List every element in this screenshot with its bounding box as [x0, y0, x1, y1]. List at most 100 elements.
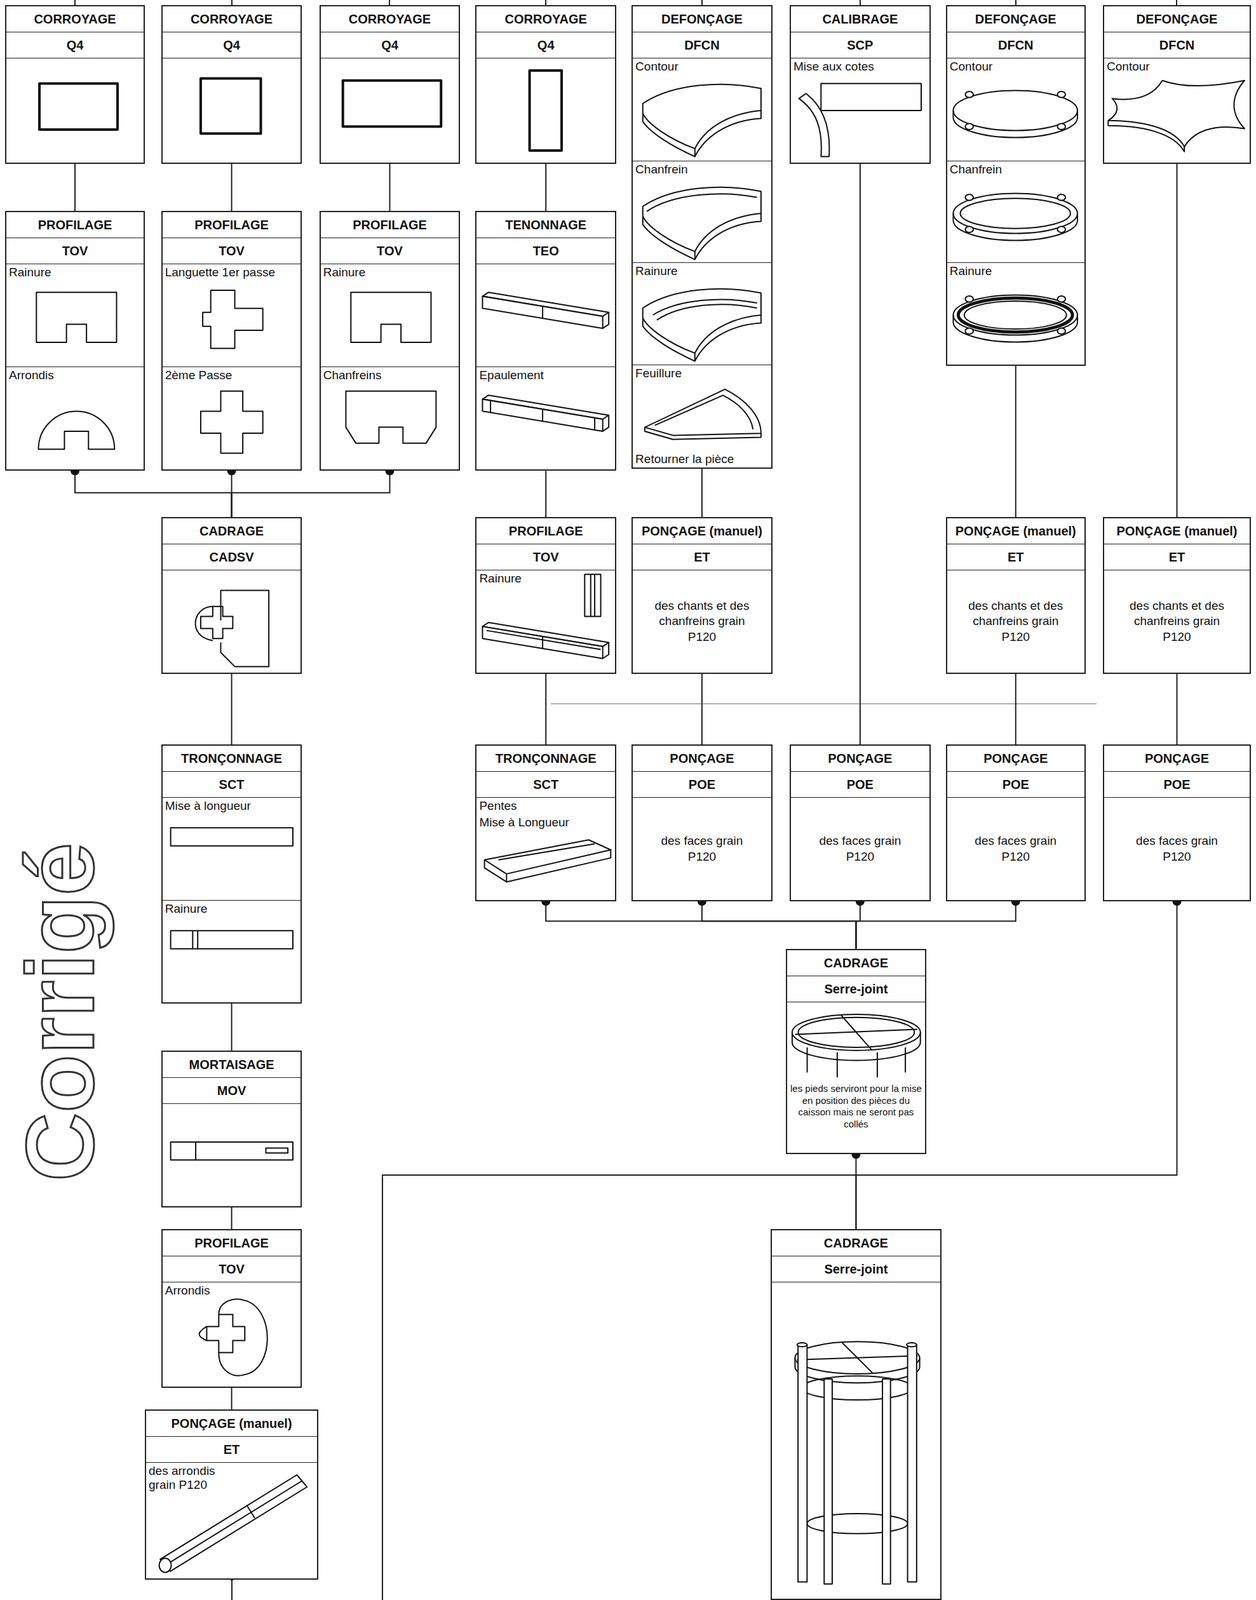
part-illustration: [790, 58, 930, 163]
part-illustration: [476, 58, 615, 163]
step-description: des chants et des chanfreins grain P120: [1104, 598, 1250, 646]
operation-name: PONÇAGE: [1104, 745, 1250, 772]
machine-code: CADSV: [162, 544, 302, 571]
step-section: Epaulement: [476, 366, 615, 470]
process-box: PROFILAGETOVRainureArrondis: [5, 210, 145, 471]
step-section: 2ème Passe: [162, 366, 302, 470]
step-label: Mise à Longueur: [476, 814, 615, 831]
part-illustration: [476, 797, 615, 901]
step-label: Chanfreins: [320, 367, 460, 384]
process-box: CALIBRAGESCPMise aux cotes: [789, 5, 931, 164]
step-section: [771, 1282, 941, 1600]
machine-code: DFCN: [632, 32, 772, 59]
step-section: Rainure: [632, 262, 772, 365]
operation-name: DEFONÇAGE: [947, 6, 1085, 33]
step-section: Rainure: [476, 570, 615, 673]
part-illustration: [162, 264, 302, 367]
process-box: CORROYAGEQ4: [475, 5, 617, 164]
step-section: Arrondis: [6, 366, 144, 470]
flow-connector: [1176, 163, 1178, 518]
step-label: Pentes: [476, 797, 615, 815]
step-description: des faces grain P120: [790, 833, 930, 865]
flow-connector: [231, 1207, 233, 1230]
process-box: TRONÇONNAGESCTPentesMise à Longueur: [475, 744, 617, 902]
feed-line: [388, 0, 391, 6]
step-note: Retourner la pièce: [632, 451, 772, 468]
machine-code: POE: [947, 771, 1085, 798]
machine-code: ET: [1104, 544, 1250, 571]
flow-connector: [231, 163, 233, 212]
operation-name: CADRAGE: [787, 950, 926, 977]
machine-code: POE: [632, 771, 772, 798]
step-section: Mise aux cotes: [790, 58, 930, 163]
part-illustration: [162, 1104, 302, 1207]
step-label: Contour: [1104, 58, 1250, 75]
step-section: Rainure: [6, 264, 144, 367]
flow-connector: [701, 468, 703, 518]
process-box: PONÇAGE (manuel)ET des chants et des chan…: [1102, 517, 1251, 675]
step-label: Rainure: [632, 263, 772, 280]
machine-code: TOV: [162, 238, 302, 265]
flow-connector: [545, 470, 547, 518]
part-illustration: [476, 264, 615, 367]
part-illustration: [162, 900, 302, 1003]
step-description: des faces grain P120: [632, 833, 772, 865]
process-box: PONÇAGE (manuel)ETdes arrondis grain P12…: [144, 1409, 319, 1580]
part-illustration: [632, 365, 772, 468]
step-label: Mise à longueur: [162, 797, 302, 815]
operation-name: MORTAISAGE: [162, 1052, 302, 1079]
part-illustration: [320, 367, 460, 470]
step-label: 2ème Passe: [162, 367, 302, 384]
flow-connector: [1015, 365, 1017, 518]
operation-name: PROFILAGE: [320, 212, 460, 239]
step-section: des chants et des chanfreins grain P120: [947, 570, 1085, 673]
process-box: CADRAGECADSV: [161, 517, 303, 675]
part-illustration: [632, 58, 772, 161]
step-section: des chants et des chanfreins grain P120: [1104, 570, 1250, 673]
machine-code: DFCN: [947, 32, 1085, 59]
part-illustration: [162, 1282, 302, 1387]
operation-name: PROFILAGE: [476, 518, 615, 545]
operation-name: PROFILAGE: [6, 212, 144, 239]
machine-code: SCT: [162, 771, 302, 798]
part-illustration: [771, 1282, 941, 1600]
step-section: [320, 58, 460, 163]
part-illustration: [632, 263, 772, 365]
operation-name: CORROYAGE: [320, 6, 460, 33]
step-label: Chanfrein: [947, 161, 1085, 178]
step-section: Chanfrein: [632, 160, 772, 264]
process-box: DEFONÇAGEDFCNContourChanfreinRainureFeui…: [631, 5, 773, 469]
step-section: Rainure: [947, 262, 1085, 365]
machine-code: MOV: [162, 1078, 302, 1105]
operation-name: DEFONÇAGE: [1104, 6, 1250, 33]
part-illustration: [947, 58, 1085, 161]
flow-connector: [855, 1154, 857, 1230]
step-label: Rainure: [162, 900, 302, 918]
feed-line: [545, 0, 547, 6]
part-illustration: [947, 263, 1085, 365]
process-box: PONÇAGEPOE des faces grain P120: [1102, 744, 1251, 902]
machine-code: Q4: [162, 32, 302, 59]
part-illustration: [162, 570, 302, 673]
process-box: CADRAGESerre-joint: [770, 1229, 943, 1600]
step-label: Chanfrein: [632, 161, 772, 178]
step-description: des faces grain P120: [1104, 833, 1250, 865]
part-illustration: [320, 264, 460, 367]
flow-connector: [231, 1388, 233, 1410]
part-illustration: [320, 58, 460, 163]
part-illustration: [787, 1002, 926, 1082]
operation-name: PROFILAGE: [162, 212, 302, 239]
step-description: des chants et des chanfreins grain P120: [947, 598, 1085, 646]
process-box: CORROYAGEQ4: [161, 5, 303, 164]
machine-code: POE: [790, 771, 930, 798]
process-box: CADRAGESerre-jointles pieds serviront po…: [785, 949, 927, 1155]
operation-name: PROFILAGE: [162, 1230, 302, 1257]
process-box: PONÇAGEPOEdes faces grain P120: [631, 744, 773, 902]
machine-code: TOV: [320, 238, 460, 265]
machine-code: POE: [1104, 771, 1250, 798]
operation-name: PONÇAGE (manuel): [1104, 518, 1250, 545]
step-label: Arrondis: [6, 367, 144, 384]
operation-name: TRONÇONNAGE: [162, 745, 302, 772]
machine-code: TOV: [476, 544, 615, 571]
flow-connector: [231, 470, 391, 518]
